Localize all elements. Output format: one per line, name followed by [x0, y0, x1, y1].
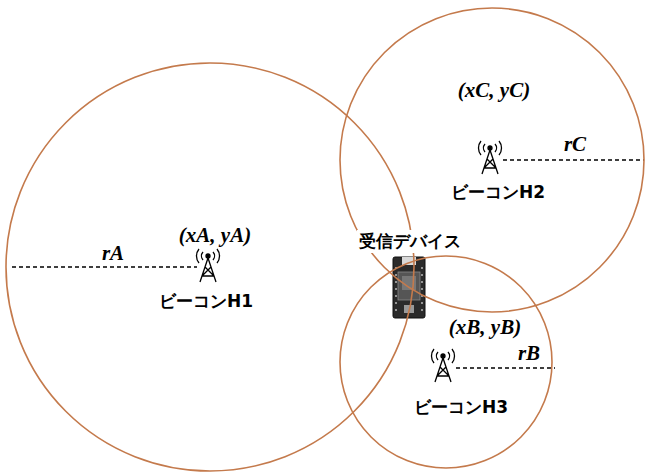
radius-label: rB — [518, 341, 540, 366]
coordinate-label: (xA, yA) — [179, 223, 251, 248]
circle-outline — [5, 62, 415, 472]
beacon-icon — [431, 349, 454, 382]
beacon-name: ビーコンH1 — [159, 290, 253, 313]
coverage-circle: (xA, yA) ビーコンH1 rA — [5, 62, 415, 472]
radius-label: rA — [102, 241, 124, 266]
beacon-icon — [196, 249, 219, 282]
beacon-icon — [478, 141, 501, 174]
beacon-name: ビーコンH2 — [451, 181, 545, 204]
coverage-circle: (xB, yB) ビーコンH3 rB — [339, 255, 553, 469]
beacon-name: ビーコンH3 — [414, 396, 508, 419]
device-label: 受信デバイス — [357, 230, 463, 253]
coordinate-label: (xC, yC) — [458, 78, 530, 103]
coordinate-label: (xB, yB) — [449, 315, 521, 340]
radius-label: rC — [564, 132, 586, 157]
